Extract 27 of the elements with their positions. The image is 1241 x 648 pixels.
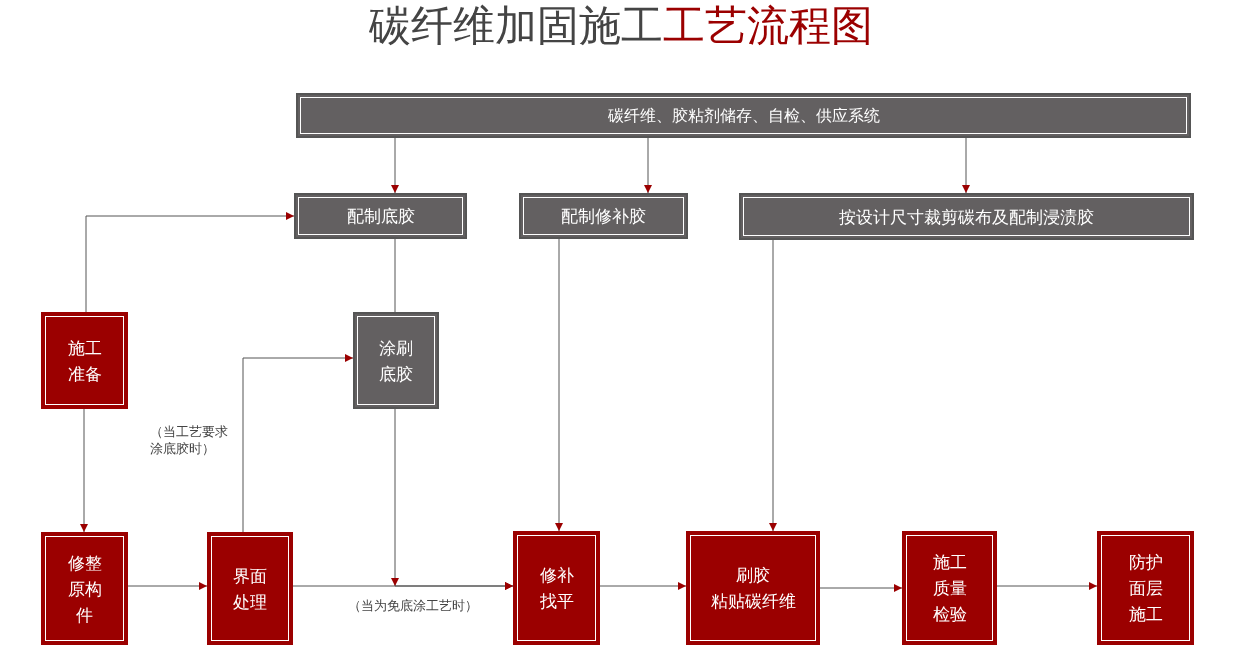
process-box: 修整 原构件 <box>41 532 128 645</box>
arrow <box>85 212 295 313</box>
process-box: 按设计尺寸裁剪碳布及配制浸渍胶 <box>739 193 1194 240</box>
process-box: 界面处理 <box>207 532 293 645</box>
process-box: 刷胶 粘贴碳纤维 <box>686 531 820 645</box>
arrow <box>644 137 652 194</box>
process-box: 涂刷底胶 <box>353 312 439 409</box>
process-box: 施工准备 <box>41 312 128 409</box>
arrow <box>599 582 687 590</box>
process-box: 防护面层施工 <box>1097 531 1194 645</box>
arrow <box>127 582 208 590</box>
arrow <box>391 137 399 194</box>
arrow <box>962 137 970 194</box>
arrow <box>555 238 563 532</box>
process-box: 施工质量检验 <box>902 531 997 645</box>
arrow <box>769 239 777 532</box>
connector-line <box>394 238 396 313</box>
process-box: 碳纤维、胶粘剂储存、自检、供应系统 <box>296 93 1191 138</box>
arrow <box>292 582 514 590</box>
process-box: 配制修补胶 <box>519 193 688 239</box>
arrow <box>80 408 88 533</box>
arrow <box>242 354 354 533</box>
process-box: 配制底胶 <box>294 193 467 239</box>
arrow <box>819 584 903 592</box>
arrow <box>996 582 1098 590</box>
process-box: 修补找平 <box>513 531 600 645</box>
title: 碳纤维加固施工工艺流程图 <box>367 0 874 52</box>
